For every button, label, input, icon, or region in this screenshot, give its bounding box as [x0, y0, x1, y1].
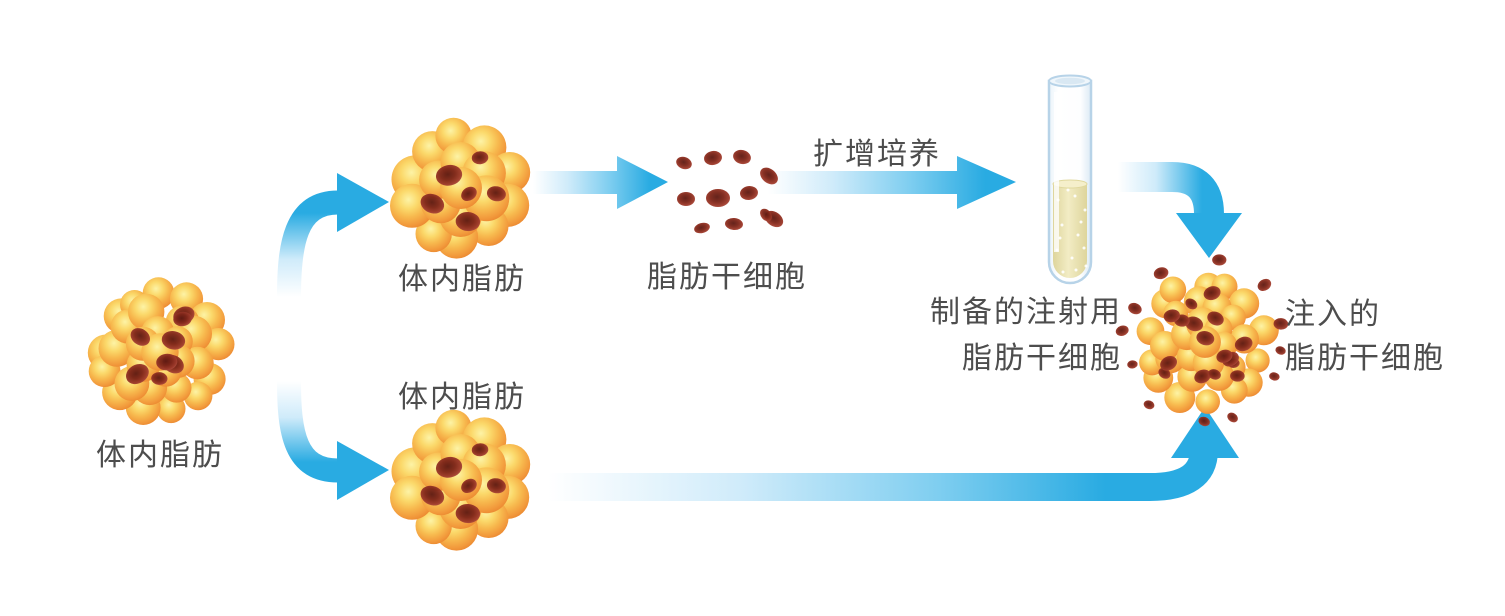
label-stem-cells: 脂肪干细胞	[622, 252, 832, 296]
label-text: 体内脂肪	[96, 439, 224, 472]
label-expand-culture: 扩增培养	[775, 129, 979, 173]
label-body-fat-top: 体内脂肪	[360, 254, 564, 298]
fat-cluster-bottom	[390, 409, 531, 551]
fat-cluster-top	[390, 117, 531, 259]
label-line-1: 注入的	[1285, 298, 1381, 331]
tube-speckles	[1055, 188, 1088, 274]
label-body-fat-left: 体内脂肪	[58, 430, 262, 474]
label-text: 体内脂肪	[398, 381, 526, 414]
label-prepared-injectable: 制备的注射用 脂肪干细胞	[890, 290, 1122, 382]
stem-cells-dots-icon	[676, 149, 784, 234]
branch-arrow-down	[277, 380, 389, 500]
fat-cluster-left	[87, 277, 235, 425]
label-line-2: 脂肪干细胞	[1285, 342, 1445, 375]
label-line-2: 脂肪干细胞	[962, 342, 1122, 375]
arrow-tube-to-cluster	[1118, 162, 1242, 258]
arrow-long-bottom	[548, 407, 1239, 501]
branch-arrow-up	[277, 173, 389, 298]
label-line-1: 制备的注射用	[930, 296, 1122, 329]
arrow-expand-culture	[768, 156, 1016, 209]
arrow-fat-to-stemcells	[533, 156, 668, 209]
label-text: 脂肪干细胞	[647, 261, 807, 294]
label-text: 体内脂肪	[398, 263, 526, 296]
label-injected-stemcells: 注入的 脂肪干细胞	[1285, 293, 1445, 381]
test-tube-icon	[1047, 74, 1093, 285]
label-text: 扩增培养	[813, 138, 941, 171]
injected-stemcell-cluster	[1115, 254, 1289, 427]
label-body-fat-bottom: 体内脂肪	[360, 372, 564, 416]
